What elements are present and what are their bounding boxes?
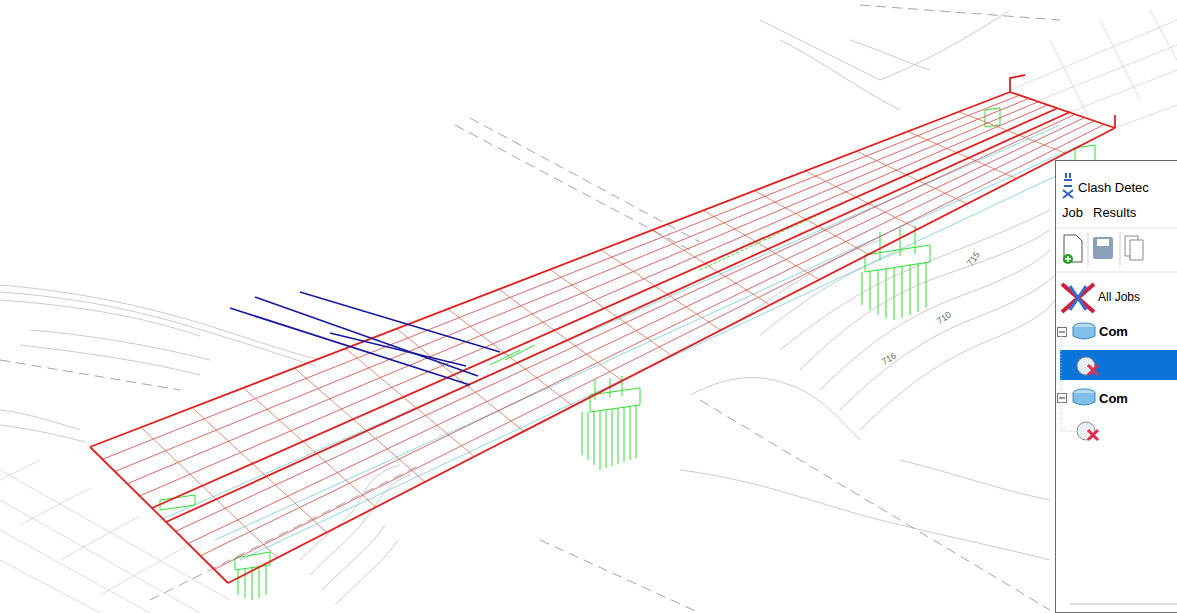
girder-line (115, 98, 1029, 471)
cross-frame (141, 427, 277, 557)
dashed-alignment (0, 5, 1060, 613)
cross-frame (397, 329, 524, 432)
toolbar-icons (1063, 232, 1143, 266)
tree-item: Com (1099, 391, 1128, 406)
terrain-contours (0, 10, 1055, 605)
girder-line (188, 118, 1085, 544)
cross-frame (499, 289, 622, 381)
deck-edges (90, 75, 1115, 583)
cross-frame (908, 131, 1017, 178)
girder-line (176, 114, 1076, 531)
cross-frame (959, 112, 1066, 154)
utility-lines (230, 292, 500, 385)
approach-grid (0, 10, 1177, 613)
cross-frames (141, 112, 1066, 558)
contour-label: 715 (965, 250, 982, 268)
panel-icon (1063, 173, 1073, 198)
contour-label: 716 (880, 350, 898, 366)
cross-frame (346, 348, 475, 456)
cross-frame (243, 388, 376, 507)
cross-frame (550, 270, 672, 356)
girder-line (200, 121, 1094, 556)
cross-frame (294, 368, 425, 482)
window-title: Clash Detec (1078, 180, 1149, 195)
contour-label: 710 (935, 309, 953, 326)
selected-row (1060, 350, 1177, 380)
girder-line (102, 95, 1019, 459)
girder-line (140, 105, 1048, 496)
cross-frame (857, 151, 968, 204)
cross-frame (806, 171, 918, 229)
girder-lines (102, 95, 1104, 569)
cross-frame (192, 408, 326, 533)
clash-detection-panel (1056, 161, 1177, 613)
menu-item: Job (1062, 205, 1083, 220)
all-jobs-icon (1062, 284, 1094, 312)
cross-frame (754, 191, 868, 255)
cross-frame (448, 309, 573, 406)
girder-line (127, 102, 1038, 484)
tree-item: Com (1099, 324, 1128, 339)
tree-item: All Jobs (1098, 290, 1140, 304)
menu-item: Results (1093, 205, 1136, 220)
